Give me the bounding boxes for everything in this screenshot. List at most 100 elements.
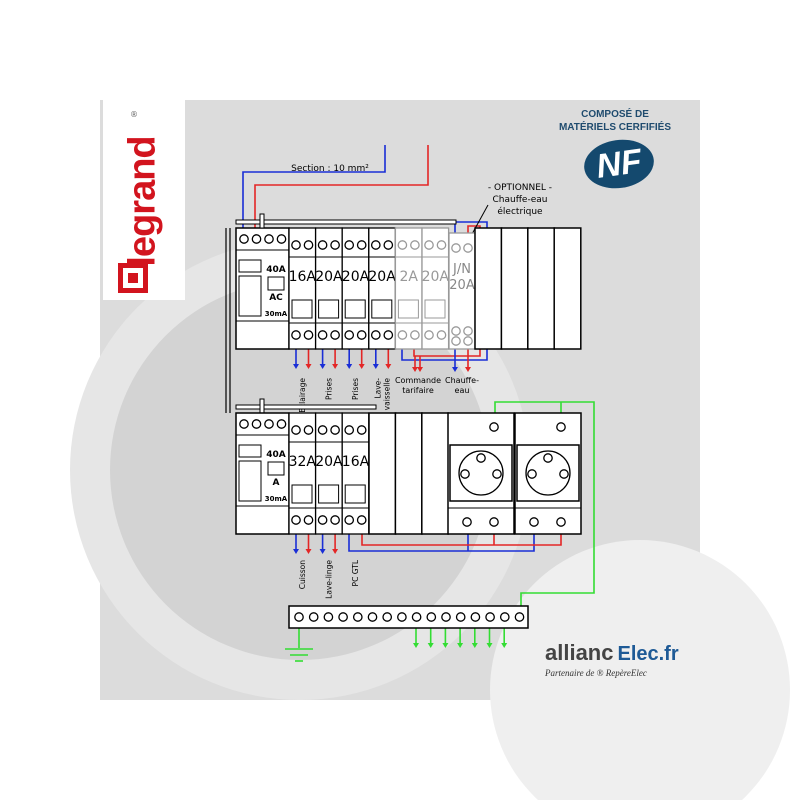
bg-swirl <box>490 540 790 800</box>
terminal-hole <box>397 240 408 250</box>
earth-arrow-head <box>471 643 478 648</box>
terminal-hole <box>291 330 301 340</box>
terminal-hole <box>317 425 328 435</box>
terminal-hole <box>451 336 461 346</box>
breaker-lever-icon <box>318 299 340 319</box>
terminal-hole <box>352 612 363 622</box>
din-rail <box>235 404 377 410</box>
row1-breaker-4: 2A <box>394 227 423 350</box>
terminal-hole <box>382 612 393 622</box>
earth-arrow-head <box>413 643 419 648</box>
row1-breaker-5: 20A <box>421 227 450 350</box>
supply-neutral-wire <box>242 145 386 228</box>
earth-arrow-head <box>486 643 493 648</box>
row2-breaker-0: 32A <box>288 412 316 535</box>
row1-blank-module <box>500 227 529 350</box>
terminal-hole <box>356 240 367 250</box>
row1-breaker-1: 20A <box>314 227 343 350</box>
terminal-hole <box>397 330 408 340</box>
terminal-hole <box>338 612 348 622</box>
phase-arrow-head <box>332 549 339 554</box>
terminal-hole <box>330 425 340 435</box>
terminal-hole <box>424 240 434 250</box>
terminal-hole <box>344 515 355 525</box>
terminal-hole <box>291 515 301 525</box>
terminal-hole <box>441 612 451 622</box>
contactor-label-1: J/N <box>452 262 471 277</box>
neutral-arrow-head <box>293 549 299 554</box>
breaker-rating: 20A <box>422 269 450 285</box>
breaker-rating: 20A <box>368 269 396 285</box>
terminal-hole <box>251 419 262 429</box>
terminal-hole <box>264 234 274 244</box>
circuit-label: Cuisson <box>298 560 307 589</box>
terminal-hole <box>470 612 481 622</box>
earth-arrow-head <box>457 643 464 648</box>
neutral-arrow-head <box>293 364 299 369</box>
terminal-hole <box>370 240 381 250</box>
rcd-rating: 40A <box>266 265 286 275</box>
socket-outlet-icon <box>525 450 571 496</box>
option-note-2: Chauffe-eau <box>493 195 548 205</box>
terminal-hole <box>276 419 287 429</box>
rcd-sensitivity: 30mA <box>265 495 288 503</box>
row1-breaker-0: 16A <box>288 227 316 350</box>
partner-name-1: allianc <box>545 640 614 665</box>
terminal-hole <box>451 243 461 253</box>
breaker-lever-icon <box>318 484 340 504</box>
terminal-hole <box>303 330 314 340</box>
partner-name-2: Elec.fr <box>617 643 679 665</box>
terminal-hole <box>330 515 340 525</box>
chauffe-label-2: eau <box>455 386 470 395</box>
terminal-hole <box>460 469 470 479</box>
terminal-hole <box>559 469 569 479</box>
terminal-hole <box>356 425 367 435</box>
rail-connector <box>259 398 265 414</box>
breaker-lever-icon <box>424 299 446 319</box>
circuit-label: Lave-linge <box>325 560 334 599</box>
breaker-rating: 20A <box>315 269 343 285</box>
terminal-hole <box>410 240 420 250</box>
terminal-hole <box>556 517 566 527</box>
legrand-logo: ® legrand <box>103 100 185 300</box>
terminal-hole <box>499 612 510 622</box>
terminal-hole <box>344 240 355 250</box>
rcd-lever-icon <box>238 275 262 317</box>
terminal-hole <box>527 469 537 479</box>
terminal-hole <box>410 330 420 340</box>
rcd-wave-icon <box>267 461 285 476</box>
terminal-hole <box>276 234 287 244</box>
breaker-lever-icon <box>344 484 366 504</box>
cert-line-2: MATÉRIELS CERFIFIÉS <box>558 122 672 133</box>
rcd-type: AC <box>269 293 283 303</box>
phase-arrow-head <box>385 364 392 369</box>
rcd-rating: 40A <box>266 450 286 460</box>
chauffe-label-1: Chauffe- <box>445 376 479 385</box>
terminal-hole <box>303 425 314 435</box>
breaker-lever-icon <box>291 484 313 504</box>
legrand-symbol-icon <box>118 263 148 293</box>
option-note-1: - OPTIONNEL - <box>488 183 552 193</box>
terminal-hole <box>489 517 499 527</box>
commande-label-2: tarifaire <box>402 386 434 395</box>
terminal-hole <box>317 240 328 250</box>
breaker-rating: 2A <box>399 269 418 285</box>
terminal-hole <box>317 330 328 340</box>
neutral-arrow-head <box>372 364 379 369</box>
terminal-hole <box>308 612 319 622</box>
terminal-hole <box>436 240 447 250</box>
terminal-hole <box>303 515 314 525</box>
contactor-label-2: 20A <box>449 278 475 293</box>
circuit-label: Lave- <box>373 378 382 399</box>
terminal-hole <box>344 425 355 435</box>
earth-terminal-bar <box>288 605 529 629</box>
commande-label-1: Commande <box>395 376 441 385</box>
chauffe-phase-arrow-head <box>465 367 471 372</box>
terminal-hole <box>424 330 434 340</box>
terminal-hole <box>291 240 301 250</box>
phase-arrow-head <box>332 364 339 369</box>
